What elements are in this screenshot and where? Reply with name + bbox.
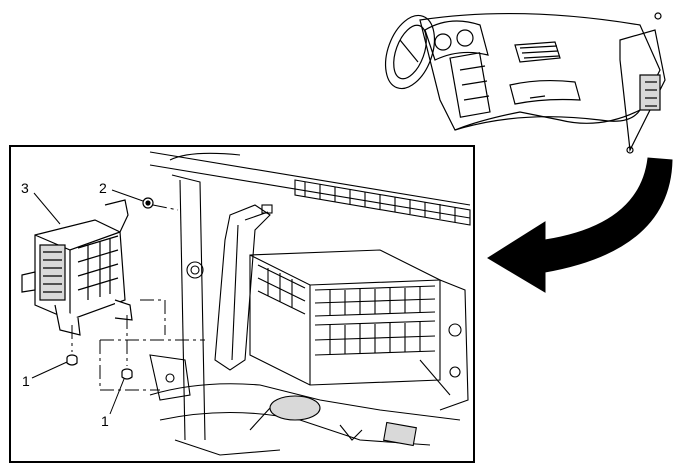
nut (121, 368, 133, 380)
zoom-arrow-icon (487, 157, 673, 293)
callout-nut-right: 1 (101, 413, 109, 429)
locator-vehicle-dashboard (384, 12, 666, 154)
fastener-bolt (142, 197, 154, 209)
electronic-module (21, 199, 133, 336)
leader-lines (31, 189, 144, 415)
callout-nut-left: 1 (22, 373, 30, 389)
nut (66, 354, 78, 366)
callout-fastener-upper: 2 (99, 180, 107, 196)
detail-view (149, 151, 471, 456)
callout-module: 3 (21, 180, 29, 196)
alignment-lines (71, 204, 205, 391)
hvac-grid-upper (257, 264, 436, 317)
hvac-grid-lower (314, 320, 436, 356)
